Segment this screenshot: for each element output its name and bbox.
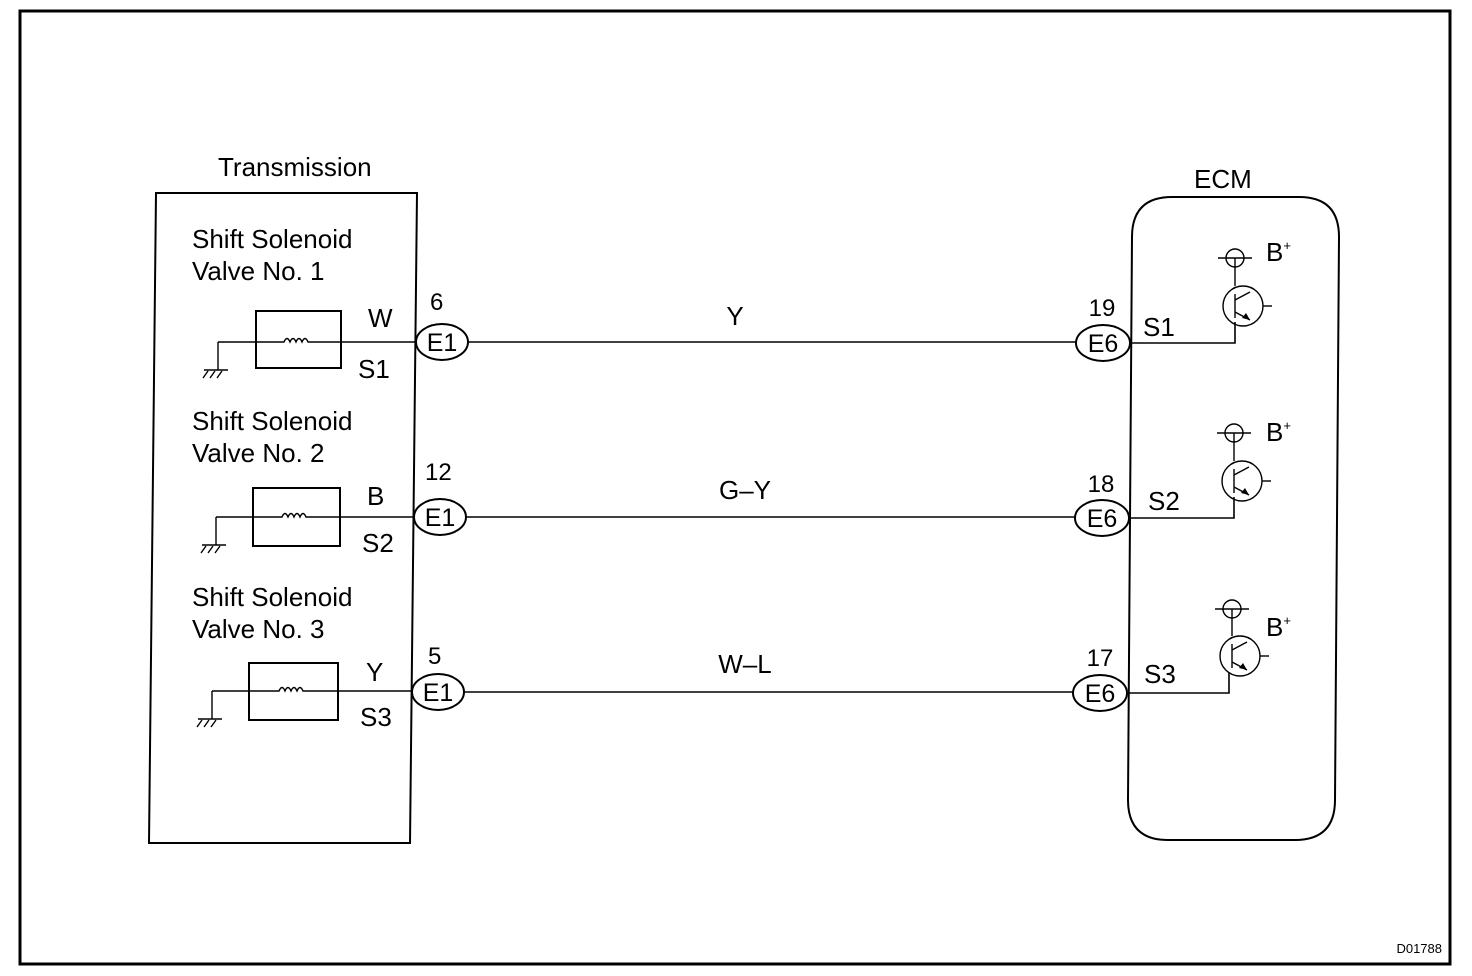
valve-1-wire-color: W (368, 303, 393, 333)
valve-2-wire-color: B (367, 481, 384, 511)
power-label: B+ (1266, 417, 1291, 447)
ecm-pin-17: 17 (1087, 645, 1114, 672)
valve-1-pin: 6 (430, 289, 443, 316)
valve-2-pin: 12 (425, 459, 452, 486)
ecm-title: ECM (1194, 164, 1252, 194)
power-terminal-icon (1218, 248, 1252, 268)
figure-id: D01788 (1396, 941, 1442, 956)
connector-e1-2-label: E1 (425, 504, 456, 532)
connector-e6-1-label: E6 (1088, 330, 1119, 358)
power-terminal-icon (1215, 599, 1249, 619)
solenoid-1-box (255, 310, 342, 369)
valve-1-name-line2: Valve No. 1 (192, 256, 324, 286)
valve-2-signal: S2 (362, 528, 394, 558)
ecm-signal-s3: S3 (1144, 659, 1176, 689)
transistor-icon (1219, 609, 1269, 677)
power-terminal-icon (1217, 423, 1251, 443)
circuit-2: Shift Solenoid Valve No. 2 B S2 12 E1 G–… (192, 406, 1291, 558)
ground-icon (200, 517, 226, 554)
transistor-icon (1221, 433, 1271, 502)
valve-1-signal: S1 (358, 354, 390, 384)
transistor-icon (1222, 258, 1272, 327)
coil-icon (256, 337, 341, 344)
power-label: B+ (1266, 612, 1291, 642)
valve-3-name-line1: Shift Solenoid (192, 582, 352, 612)
coil-icon (249, 686, 338, 693)
connector-e1-3-label: E1 (423, 679, 454, 707)
valve-1-name-line1: Shift Solenoid (192, 224, 352, 254)
harness-wire-3-color: W–L (718, 649, 771, 679)
circuit-1: Shift Solenoid Valve No. 1 W S1 6 E1 Y 1… (192, 224, 1291, 384)
harness-wire-1-color: Y (726, 301, 743, 331)
connector-e6-3-label: E6 (1085, 680, 1116, 708)
ecm-signal-s2: S2 (1148, 486, 1180, 516)
connector-e1-1-label: E1 (427, 329, 458, 357)
harness-wire-2-color: G–Y (719, 475, 771, 505)
ecm-box (1126, 196, 1341, 841)
circuit-3: Shift Solenoid Valve No. 3 Y S3 5 E1 W–L… (192, 582, 1291, 732)
ground-icon (202, 342, 228, 379)
transmission-title: Transmission (218, 152, 372, 182)
power-label: B+ (1266, 237, 1291, 267)
ecm-pin-18: 18 (1088, 471, 1115, 498)
ecm-signal-s1: S1 (1143, 312, 1175, 342)
ground-icon (196, 691, 222, 728)
valve-2-name-line1: Shift Solenoid (192, 406, 352, 436)
transmission-box (147, 192, 419, 844)
valve-3-wire-color: Y (366, 657, 383, 687)
coil-icon (253, 512, 340, 519)
valve-2-name-line2: Valve No. 2 (192, 438, 324, 468)
ecm-pin-19: 19 (1089, 295, 1116, 322)
valve-3-signal: S3 (360, 702, 392, 732)
outer-frame (18, 9, 1452, 966)
connector-e6-2-label: E6 (1087, 505, 1118, 533)
valve-3-name-line2: Valve No. 3 (192, 614, 324, 644)
valve-3-pin: 5 (428, 643, 441, 670)
